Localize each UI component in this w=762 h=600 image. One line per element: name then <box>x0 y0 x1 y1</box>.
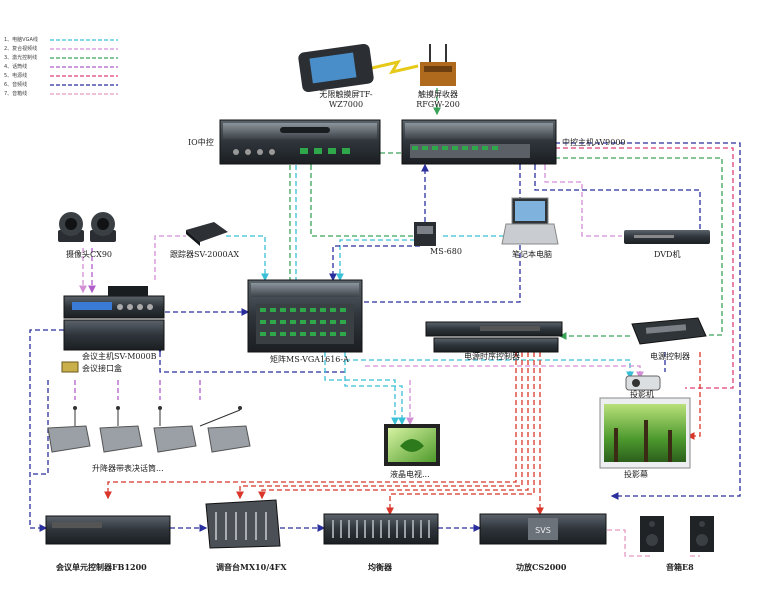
legend-item: 1、电脑VGA线 <box>4 37 38 43</box>
legend-item: 7、音箱线 <box>4 91 28 97</box>
matrix-switcher-icon <box>247 279 363 353</box>
speaker-label: 音箱E8 <box>666 562 694 572</box>
matrix-label: 矩阵MS-VGA1616-A <box>270 355 349 364</box>
mixer-label: 调音台MX10/4FX <box>216 562 287 572</box>
conference-unit-controller-label: 会议单元控制器FB1200 <box>56 562 147 572</box>
power-controller-icon <box>631 317 707 345</box>
mic-riser-icon <box>47 406 251 453</box>
power-sequencer-label: 电源时序控制器 <box>464 352 520 361</box>
speaker-icon <box>640 516 714 552</box>
equalizer-icon <box>323 513 439 545</box>
dvd-player-icon <box>624 230 710 244</box>
conference-host-label: 会议主机SV-M000B <box>82 352 157 361</box>
power-sequencer-icon <box>425 321 563 353</box>
laptop-icon <box>501 197 559 245</box>
conference-unit-controller-icon <box>45 515 171 545</box>
projection-screen-icon <box>599 397 691 469</box>
amplifier-label: 功放CS2000 <box>516 562 567 572</box>
conference-box-icon <box>61 361 79 373</box>
legend-item: 6、音频线 <box>4 82 28 88</box>
ms680-icon <box>414 222 436 246</box>
touch-receiver-icon <box>420 44 456 86</box>
legend-item: 2、复合视频线 <box>4 46 38 52</box>
camera-label: 摄像头CX90 <box>66 250 112 259</box>
camera-icon <box>58 212 116 242</box>
io-control-label: IO中控 <box>188 138 214 147</box>
central-host-label: 中控主机AV9000 <box>562 138 626 147</box>
tracker-label: 跟踪器SV-2000AX <box>170 250 240 259</box>
projector-label: 投影机 <box>630 390 654 399</box>
power-controller-label: 电源控制器 <box>650 352 690 361</box>
laptop-label: 笔记本电脑 <box>512 250 552 259</box>
io-control-unit-icon <box>219 119 381 165</box>
touch-panel-label: 无限触摸屏TF-WZ7000 <box>319 90 373 109</box>
legend-item: 3、激光控制线 <box>4 55 38 61</box>
tracker-icon <box>186 222 228 246</box>
amplifier-icon: SVS <box>479 513 607 545</box>
legend <box>50 39 118 95</box>
touch-panel-icon <box>298 43 374 93</box>
legend-item: 5、电源线 <box>4 73 28 79</box>
central-host-icon <box>401 119 557 165</box>
conference-box-label: 会议接口盒 <box>82 364 122 373</box>
lcd-tv-label: 液晶电视... <box>390 470 430 479</box>
ms680-label: MS-680 <box>430 247 462 256</box>
projection-screen-label: 投影幕 <box>624 470 648 479</box>
projector-icon <box>625 375 661 391</box>
svg-text:SVS: SVS <box>535 526 551 535</box>
mic-riser-label: 升降器带表决话筒... <box>92 464 164 473</box>
mixer-icon <box>205 499 281 549</box>
lcd-tv-icon <box>384 424 440 466</box>
dvd-label: DVD机 <box>654 250 681 259</box>
conference-host-icon <box>63 286 165 351</box>
legend-item: 4、话筒线 <box>4 64 28 70</box>
equalizer-label: 均衡器 <box>368 562 392 572</box>
touch-receiver-label: 触摸屏收器RFGW-200 <box>416 90 460 109</box>
